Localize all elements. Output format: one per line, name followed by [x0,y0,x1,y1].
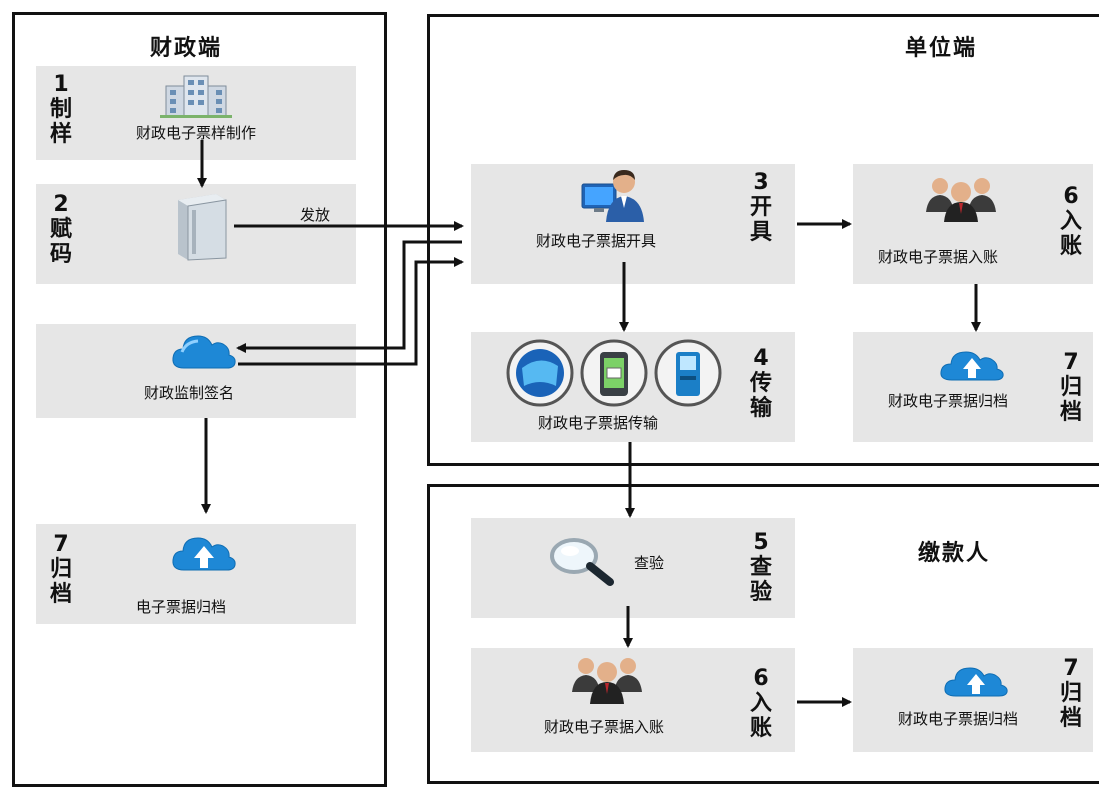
template-label: 财政电子票样制作 [136,124,257,142]
finance-panel-title: 财政端 [150,36,223,61]
magnifier-icon [550,538,614,586]
building-icon [160,75,232,118]
group-icon-unit-archive [940,351,1004,381]
group-icon-payer [572,658,642,704]
verify-label: 查验 [634,554,665,572]
server-icon [178,194,227,261]
cloud-upload-icon [172,537,236,571]
payer-archive-label: 财政电子票据归档 [898,710,1019,728]
group-icon [926,178,996,222]
step-5-box [471,518,795,618]
transfer-label: 财政电子票据传输 [538,414,659,432]
unit-account-box [853,164,1093,284]
sign-label: 财政监制签名 [144,384,235,402]
payer-archive-box [853,648,1093,752]
user-computer-icon [581,170,644,222]
unit-archive-label: 财政电子票据归档 [888,392,1009,410]
flow-arrows [197,140,981,707]
unit-panel-title: 单位端 [905,36,978,61]
cloud-icon [172,335,236,369]
payer-panel-title: 缴款人 [918,541,991,566]
finance-archive-label: 电子票据归档 [136,598,227,616]
unit-archive-box [853,332,1093,442]
arrow-sign-to-issue [238,257,464,366]
arrow-issue-to-sign [236,240,462,353]
issue-send-label: 发放 [300,206,331,224]
transfer-icons [506,339,722,407]
payer-account-label: 财政电子票据入账 [544,718,665,736]
issue-label: 财政电子票据开具 [536,232,657,250]
unit-account-label: 财政电子票据入账 [878,248,999,266]
cloud-upload-icon-payer [944,667,1008,697]
